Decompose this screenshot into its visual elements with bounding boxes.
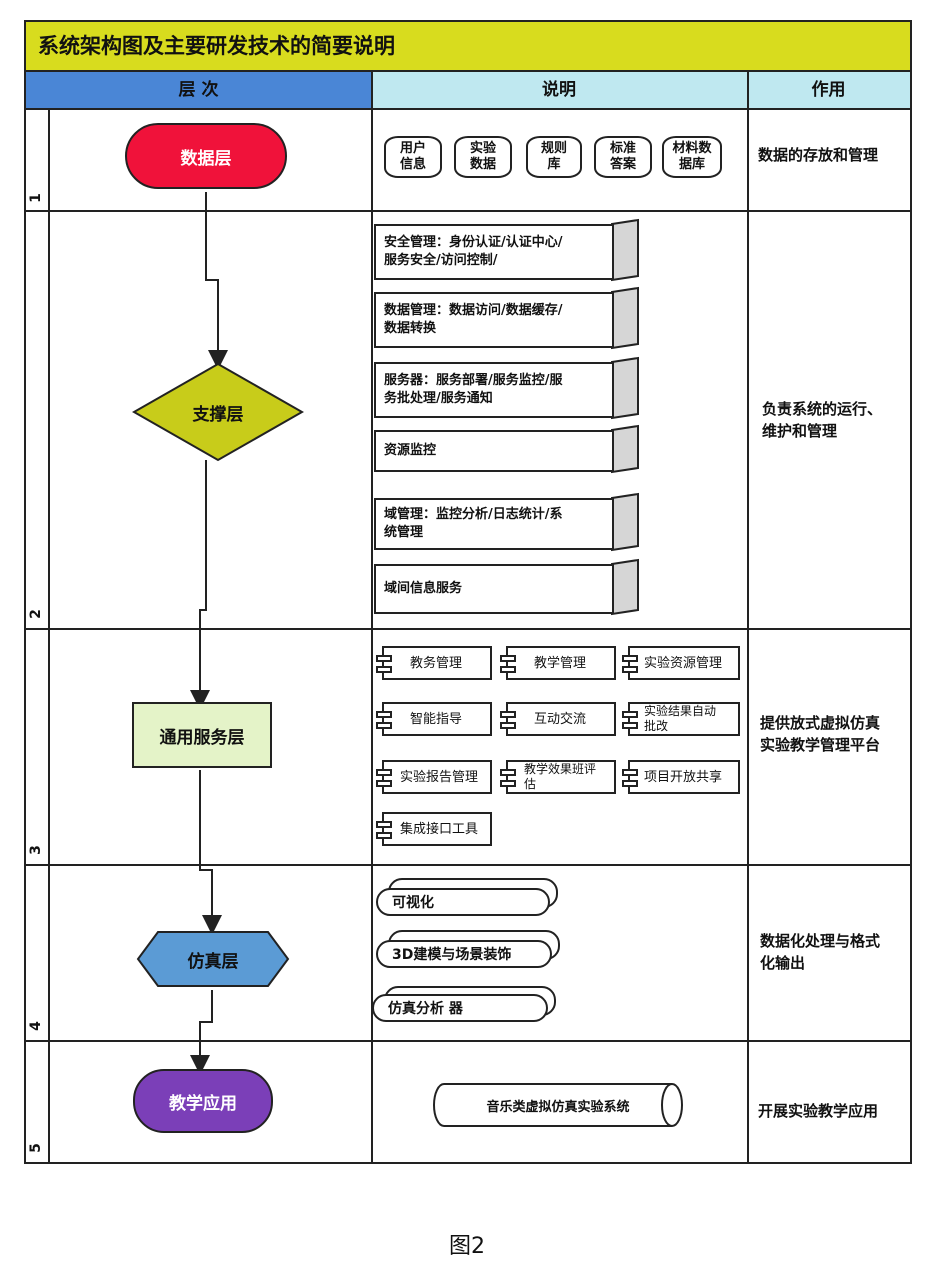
service-component: 教学管理 xyxy=(500,646,616,680)
service-layer-label: 通用服务层 xyxy=(159,727,245,748)
data-layer-label: 数据层 xyxy=(180,148,232,169)
app-layer-label: 教学应用 xyxy=(169,1093,237,1114)
grid-bottom xyxy=(24,1162,912,1164)
grid-right xyxy=(910,72,912,1164)
service-component-label: 教务管理 xyxy=(410,655,463,671)
role-text: 数据化处理与格式 化输出 xyxy=(760,932,881,972)
service-component-label: 集成接口工具 xyxy=(400,821,479,837)
sim-layer-shape xyxy=(136,931,290,987)
data-store-item: 标准 答案 xyxy=(594,136,652,178)
row-number: 4 xyxy=(28,1021,44,1031)
support-item: 安全管理：身份认证/认证中心/ 服务安全/访问控制/ xyxy=(374,224,614,280)
diagram-title: 系统架构图及主要研发技术的简要说明 xyxy=(24,20,912,72)
service-component-label: 实验资源管理 xyxy=(644,655,723,671)
row-divider-2 xyxy=(24,628,912,630)
grid-num-col xyxy=(48,110,50,1164)
service-component-label: 实验结果自动 批改 xyxy=(644,704,717,733)
service-component: 实验报告管理 xyxy=(376,760,492,794)
sim-item: 仿真分析 器 xyxy=(372,994,548,1022)
header-role: 作用 xyxy=(747,72,912,110)
sim-item: 可视化 xyxy=(376,888,550,916)
service-component: 智能指导 xyxy=(376,702,492,736)
data-store-item: 实验 数据 xyxy=(454,136,512,178)
support-box-sides xyxy=(611,218,639,616)
support-layer-shape xyxy=(132,362,304,462)
row-number: 5 xyxy=(28,1143,44,1153)
service-component-label: 教学效果班评 估 xyxy=(524,762,597,791)
service-component-label: 互动交流 xyxy=(534,711,587,727)
service-component-label: 教学管理 xyxy=(534,655,587,671)
service-component: 互动交流 xyxy=(500,702,616,736)
grid-col-3 xyxy=(747,72,749,1164)
sim-layer-label: 仿真层 xyxy=(187,951,239,972)
support-layer-label: 支撑层 xyxy=(192,404,244,425)
grid-left xyxy=(24,72,26,1164)
role-text: 提供放式虚拟仿真 实验教学管理平台 xyxy=(760,714,881,754)
app-system-label: 音乐类虚拟仿真实验系统 xyxy=(486,1099,630,1115)
support-item: 域管理：监控分析/日志统计/系 统管理 xyxy=(374,498,614,550)
service-component-label: 智能指导 xyxy=(410,711,463,727)
row-number: 3 xyxy=(28,845,44,855)
grid-col-2 xyxy=(371,72,373,1164)
figure-caption: 图2 xyxy=(449,1234,485,1259)
service-component-label: 项目开放共享 xyxy=(644,769,723,785)
data-store-item: 规则 库 xyxy=(526,136,582,178)
data-store-item: 材料数 据库 xyxy=(662,136,722,178)
row-divider-4 xyxy=(24,1040,912,1042)
service-component: 教务管理 xyxy=(376,646,492,680)
service-component: 教学效果班评 估 xyxy=(500,760,616,794)
service-component: 实验结果自动 批改 xyxy=(622,702,740,736)
data-layer-shape xyxy=(125,123,287,189)
flow-arrows xyxy=(190,192,228,1075)
support-item: 资源监控 xyxy=(374,430,614,472)
service-component: 实验资源管理 xyxy=(622,646,740,680)
data-store-item: 用户 信息 xyxy=(384,136,442,178)
app-system-cylinder xyxy=(433,1083,683,1127)
service-component: 项目开放共享 xyxy=(622,760,740,794)
header-desc: 说明 xyxy=(371,72,749,110)
sim-item: 3D建模与场景装饰 xyxy=(376,940,552,968)
row-number: 1 xyxy=(28,193,44,203)
role-text: 负责系统的运行、 维护和管理 xyxy=(762,400,883,440)
header-layer: 层 次 xyxy=(24,72,373,110)
app-layer-shape xyxy=(133,1069,273,1133)
role-text: 开展实验教学应用 xyxy=(758,1102,879,1120)
support-item: 服务器：服务部署/服务监控/服 务批处理/服务通知 xyxy=(374,362,614,418)
row-divider-1 xyxy=(24,210,912,212)
row-number: 2 xyxy=(28,609,44,619)
row-divider-3 xyxy=(24,864,912,866)
support-item: 域间信息服务 xyxy=(374,564,614,614)
support-item: 数据管理：数据访问/数据缓存/ 数据转换 xyxy=(374,292,614,348)
role-text: 数据的存放和管理 xyxy=(758,146,879,164)
service-component: 集成接口工具 xyxy=(376,812,492,846)
service-layer-shape xyxy=(132,702,272,768)
service-component-label: 实验报告管理 xyxy=(400,769,479,785)
